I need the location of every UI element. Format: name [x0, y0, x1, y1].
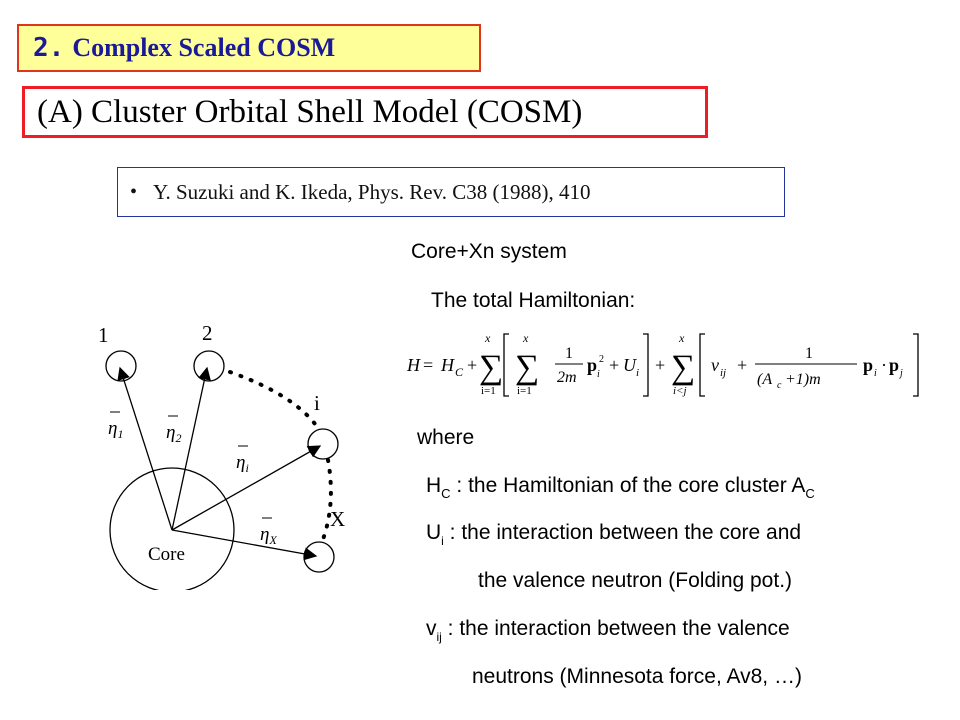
section-title: 2. Complex Scaled COSM [17, 24, 481, 72]
formula-core-sub: C [455, 365, 464, 379]
svg-text:·: · [881, 355, 887, 375]
svg-text:j: j [898, 368, 903, 379]
vector-label-eta-i: ηi [236, 452, 249, 475]
svg-text:∑: ∑ [515, 349, 539, 386]
definition-ui-cont: the valence neutron (Folding pot.) [478, 569, 793, 592]
svg-text:ij: ij [720, 367, 726, 379]
formula-frac2-den: (A [757, 371, 772, 388]
definition-hc: HC : the Hamiltonian of the core cluster… [426, 474, 815, 501]
definition-ui-sub: i [441, 534, 444, 548]
formula-p: p [587, 355, 597, 375]
formula-lhs: H [406, 355, 421, 375]
formula-frac2-den-rest: +1)m [785, 371, 821, 388]
formula-v: v [711, 355, 719, 375]
svg-text:+: + [655, 355, 665, 375]
subtitle-text: (A) Cluster Orbital Shell Model (COSM) [37, 93, 583, 130]
where-label: where [417, 426, 475, 449]
formula-sum-lower-2: i<j [673, 385, 687, 397]
formula-u: U [623, 355, 637, 375]
definition-hc-symbol: H [426, 474, 442, 497]
definition-vij: vij : the interaction between the valenc… [426, 617, 790, 644]
particle-label-i: i [314, 391, 320, 415]
particle-label-x: X [330, 507, 345, 531]
definition-hc-sub: C [441, 486, 451, 501]
svg-text:+: + [467, 355, 477, 375]
dotted-arc-lower [320, 458, 333, 544]
svg-text:i: i [597, 369, 600, 380]
system-label: Core+Xn system [411, 240, 567, 263]
formula-inner-sum-upper: x [522, 331, 529, 345]
reference-box: • Y. Suzuki and K. Ikeda, Phys. Rev. C38… [117, 167, 785, 217]
definition-vij-sub: ij [436, 630, 442, 644]
definition-vij-symbol: v [426, 617, 437, 640]
vector-eta-2 [171, 366, 211, 531]
definition-hc-text: : the Hamiltonian of the core cluster A [450, 474, 806, 497]
svg-text:p: p [863, 355, 873, 375]
vector-label-eta-1: η1 [108, 418, 123, 441]
reference-text: Y. Suzuki and K. Ikeda, Phys. Rev. C38 (… [153, 179, 591, 204]
svg-text:i: i [874, 368, 877, 379]
svg-text:=: = [423, 355, 433, 375]
particle-i-circle [307, 428, 339, 460]
svg-text:i: i [636, 367, 639, 379]
core-circle [109, 467, 235, 590]
svg-text:p: p [889, 355, 899, 375]
particle-1-circle [105, 350, 137, 382]
particle-2-circle [193, 350, 225, 382]
reference-bullet: • [130, 180, 138, 203]
dotted-arc-upper [228, 370, 320, 430]
section-title-text: Complex Scaled COSM [72, 33, 336, 62]
svg-text:2: 2 [599, 354, 604, 365]
section-number: 2. [33, 33, 65, 63]
formula-frac2-num: 1 [805, 345, 813, 362]
vector-eta-x [171, 529, 318, 561]
definition-ui: Ui : the interaction between the core an… [426, 521, 802, 548]
vector-eta-i [171, 445, 322, 531]
formula-sum-lower-1: i=1 [481, 385, 496, 397]
formula-core-term: H [440, 355, 455, 375]
definition-ui-text: : the interaction between the core and [443, 521, 802, 544]
definition-vij-text: : the interaction between the valence [441, 617, 790, 640]
formula-inner-sum-lower: i=1 [517, 385, 532, 397]
vector-label-eta-2: η2 [166, 422, 181, 445]
formula-frac1-den: 2m [557, 369, 577, 386]
cosm-diagram: Core 1 2 i X η1 η2 ηi ηX [98, 321, 345, 590]
particle-label-1: 1 [98, 323, 109, 347]
hamiltonian-formula: H = H C + x ∑ i=1 x ∑ i=1 1 2m p 2 i + U… [406, 331, 919, 397]
definition-vij-cont: neutrons (Minnesota force, Av8, …) [472, 665, 802, 688]
svg-text:+: + [737, 355, 747, 375]
svg-text:∑: ∑ [479, 349, 503, 386]
definition-hc-text-sub: C [805, 486, 815, 501]
subtitle-box: (A) Cluster Orbital Shell Model (COSM) [22, 86, 708, 138]
definition-ui-symbol: U [426, 521, 442, 544]
formula-sum2-upper: x [678, 331, 685, 345]
particle-x-circle [303, 541, 335, 573]
svg-text:∑: ∑ [671, 349, 695, 386]
svg-text:c: c [777, 380, 782, 391]
vector-label-eta-x: ηX [260, 524, 277, 547]
formula-frac1-num: 1 [565, 345, 573, 362]
hamiltonian-label: The total Hamiltonian: [431, 289, 636, 312]
formula-sum-upper: x [484, 331, 491, 345]
vector-eta-1 [117, 366, 173, 531]
core-label: Core [148, 544, 185, 565]
particle-label-2: 2 [202, 321, 213, 345]
svg-text:+: + [609, 355, 619, 375]
